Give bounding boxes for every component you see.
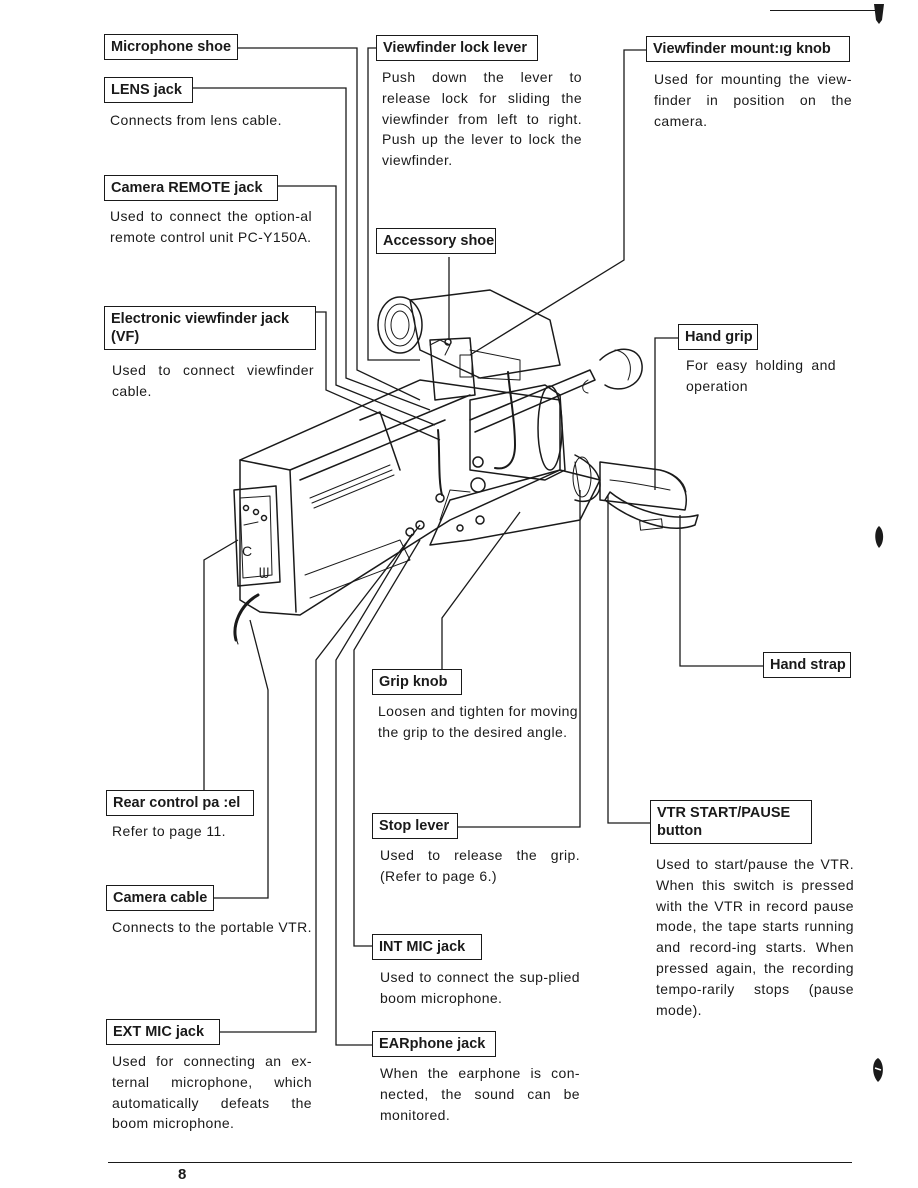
grip-knob-label: Grip knob: [372, 669, 462, 695]
stop-lever-desc: Used to release the grip. (Refer to page…: [380, 847, 580, 884]
stop-lever-label: Stop lever: [372, 813, 458, 839]
rear-control-panel-label: Rear control pa :el: [106, 790, 254, 816]
hand-grip-label: Hand grip: [678, 324, 758, 350]
footer-rule: [108, 1162, 852, 1163]
hand-grip-desc: For easy holding and operation: [686, 357, 836, 394]
camera-remote-jack-label: Camera REMOTE jack: [104, 175, 278, 201]
rear-control-panel-desc: Refer to page 11.: [112, 823, 226, 839]
svg-text:ᗯ: ᗯ: [259, 565, 269, 581]
rear-panel-outline: [233, 485, 281, 587]
microphone-shoe-label: Microphone shoe: [104, 34, 238, 60]
hand-strap-label: Hand strap: [763, 652, 851, 678]
vtr-start-pause-desc: Used to start/pause the VTR. When this s…: [656, 856, 854, 1018]
int-mic-jack-label: INT MIC jack: [372, 934, 482, 960]
earphone-jack-desc: When the earphone is con-nected, the sou…: [380, 1065, 580, 1123]
lens: [469, 384, 566, 481]
hand-strap-shape: [604, 491, 699, 529]
viewfinder: [409, 289, 561, 379]
int-mic-jack-desc: Used to connect the sup-plied boom micro…: [380, 969, 580, 1006]
registration-mark-bottom: [873, 1058, 883, 1082]
viewfinder-lock-lever-label: Viewfinder lock lever: [376, 35, 538, 61]
ext-mic-jack-desc: Used for connecting an ex-ternal microph…: [112, 1053, 312, 1132]
registration-mark-top: [874, 4, 884, 24]
viewfinder-mounting-knob-label: Viewfinder mount:ıg knob: [646, 36, 850, 62]
lens-jack-label: LENS jack: [104, 77, 193, 103]
lens-jack-desc: Connects from lens cable.: [110, 112, 282, 128]
registration-mark-mid: [875, 526, 884, 548]
viewfinder-lock-lever-desc: Push down the lever to release lock for …: [382, 69, 582, 169]
svg-text:Ϲ: Ϲ: [242, 543, 252, 559]
camera-cable-label: Camera cable: [106, 885, 214, 911]
evf-jack-desc: Used to connect viewfinder cable.: [112, 362, 314, 399]
evf-jack-label: Electronic viewfinder jack (VF): [104, 306, 316, 350]
viewfinder-mounting-knob-desc: Used for mounting the view-finder in pos…: [654, 71, 852, 129]
grip-knob-desc: Loosen and tighten for moving the grip t…: [378, 703, 578, 740]
ext-mic-jack-label: EXT MIC jack: [106, 1019, 220, 1045]
accessory-shoe-label: Accessory shoe: [376, 228, 496, 254]
camera-remote-jack-desc: Used to connect the option-al remote con…: [110, 208, 312, 245]
camera-cable-desc: Connects to the portable VTR.: [112, 919, 312, 935]
page-number: 8: [178, 1166, 187, 1183]
earphone-jack-label: EARphone jack: [372, 1031, 496, 1057]
top-rule: [770, 10, 880, 11]
vtr-start-pause-label: VTR START/PAUSE button: [650, 800, 812, 844]
boom-mic: [469, 369, 596, 433]
